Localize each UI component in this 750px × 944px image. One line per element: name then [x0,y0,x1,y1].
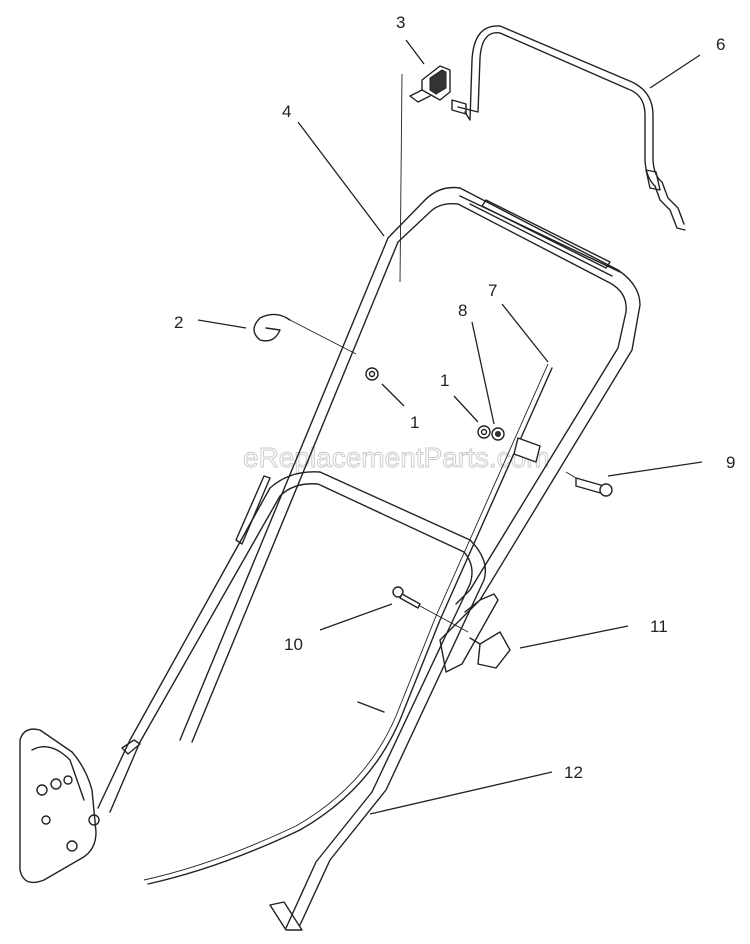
part-6-bail [451,25,686,231]
leader-8 [471,321,495,425]
control-cable [143,363,553,885]
part-12-lower-handle [97,471,487,931]
part-3-upper-handle [179,186,641,743]
callout-9: 9 [726,453,735,472]
leader-4-drop [399,73,403,283]
leader-2 [197,319,247,329]
part-11-knob [469,631,511,669]
callouts: 3 6 4 7 8 2 1 1 9 10 11 12 [174,13,735,782]
callout-11: 11 [650,617,668,636]
leader-1b [453,395,479,423]
part-4-bracket [409,65,451,103]
part-8-washer [491,427,505,441]
leader-3 [297,121,385,237]
callout-2: 2 [174,313,183,332]
part-1-nut-b [477,425,491,439]
callout-4: 3 [396,13,405,32]
leader-6 [649,54,701,89]
callout-1b: 1 [440,371,449,390]
part-10-carriage-bolt [392,586,469,633]
leader-9 [607,461,703,477]
callout-12: 12 [564,763,583,782]
leader-4 [405,39,425,65]
leader-12 [369,771,553,815]
callout-1a: 1 [410,413,419,432]
leader-10 [319,603,393,631]
part-2-cable-guide [253,313,357,355]
leader-lines [197,39,703,815]
callout-6: 6 [716,35,725,54]
callout-7: 7 [488,281,497,300]
part-1-nut-a [365,367,379,381]
part-9-bolt [565,471,613,497]
callout-8: 8 [458,301,467,320]
watermark-text: eReplacementParts.com [243,442,550,473]
leader-11 [519,625,629,649]
leader-7 [501,303,549,363]
callout-10: 10 [284,635,303,654]
callout-3: 4 [282,102,291,121]
side-plate [19,728,100,884]
leader-1a [381,383,405,407]
